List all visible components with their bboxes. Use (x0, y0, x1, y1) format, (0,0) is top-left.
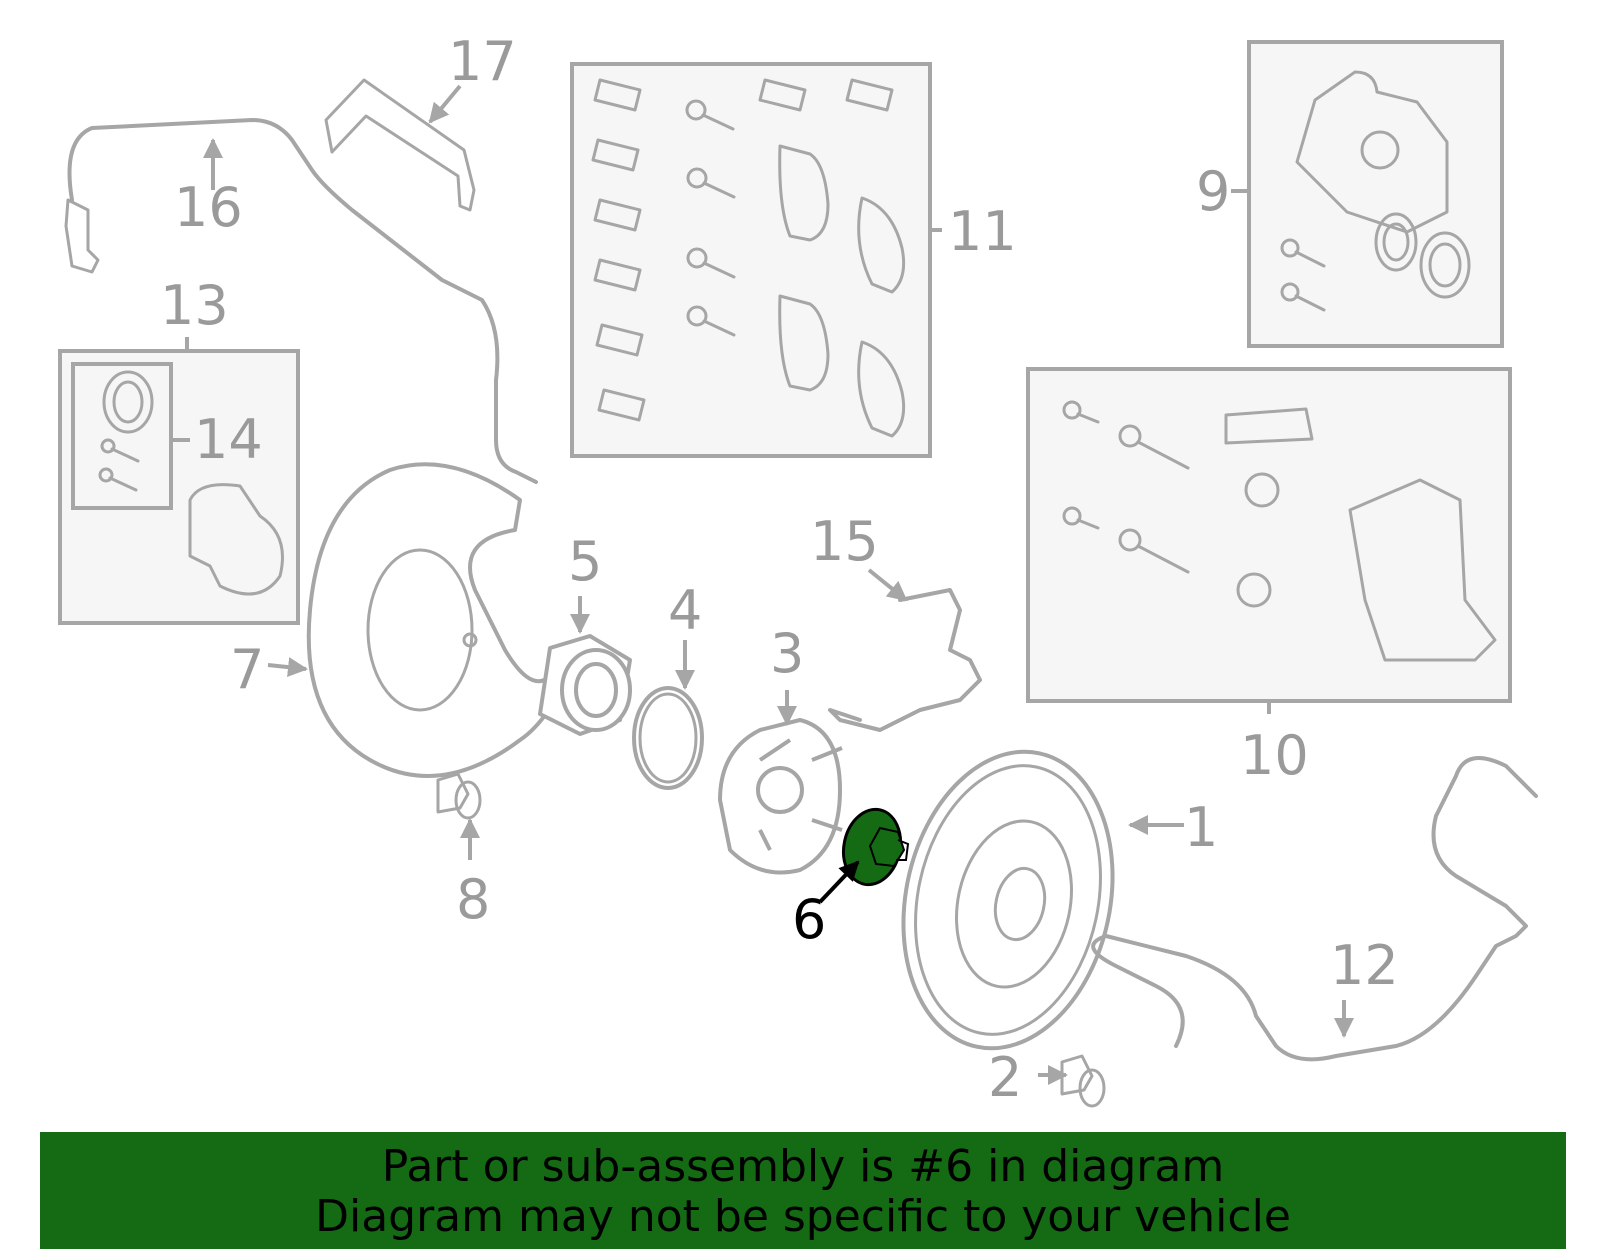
part-12-sensor-cable (1091, 756, 1538, 1062)
callout-7: 7 (230, 638, 264, 701)
callout-12: 12 (1330, 934, 1399, 997)
part-3-wheel-hub (718, 718, 843, 875)
callout-4: 4 (668, 579, 702, 642)
part-11-pad-kit (570, 62, 942, 458)
callout-6: 6 (792, 888, 826, 951)
callout-14: 14 (194, 408, 263, 471)
part-5-wheel-bearing (538, 634, 632, 736)
info-banner: Part or sub-assembly is #6 in diagram Di… (40, 1132, 1566, 1249)
part-7-dust-shield (306, 462, 577, 778)
callout-1: 1 (1184, 796, 1218, 859)
banner-line-1: Part or sub-assembly is #6 in diagram (381, 1141, 1225, 1192)
callout-3: 3 (770, 622, 804, 685)
part-6-hub-nut (841, 807, 910, 887)
callout-11: 11 (948, 200, 1017, 263)
banner-line-2: Diagram may not be specific to your vehi… (315, 1191, 1291, 1242)
callout-15: 15 (810, 510, 879, 573)
callout-2: 2 (988, 1046, 1022, 1109)
callout-8: 8 (456, 868, 490, 931)
part-9-caliper-kit (1231, 40, 1504, 348)
part-13-motor-kit (58, 337, 300, 625)
part-16-sensor-head (64, 198, 100, 274)
part-10-bracket-kit (1026, 367, 1512, 714)
part-4-snap-ring (632, 686, 704, 790)
part-8-bolt (436, 772, 482, 820)
callout-13: 13 (160, 274, 229, 337)
part-2-bolt (1060, 1054, 1106, 1108)
callout-17: 17 (448, 30, 517, 93)
callout-5: 5 (568, 530, 602, 593)
part-16-sensor-cable (67, 118, 538, 484)
callout-16: 16 (174, 176, 243, 239)
part-1-brake-rotor (901, 749, 1115, 1051)
callout-9: 9 (1196, 160, 1230, 223)
part-15-speed-sensor (828, 588, 982, 732)
part-17-bracket (324, 78, 476, 212)
callout-10: 10 (1240, 724, 1309, 787)
